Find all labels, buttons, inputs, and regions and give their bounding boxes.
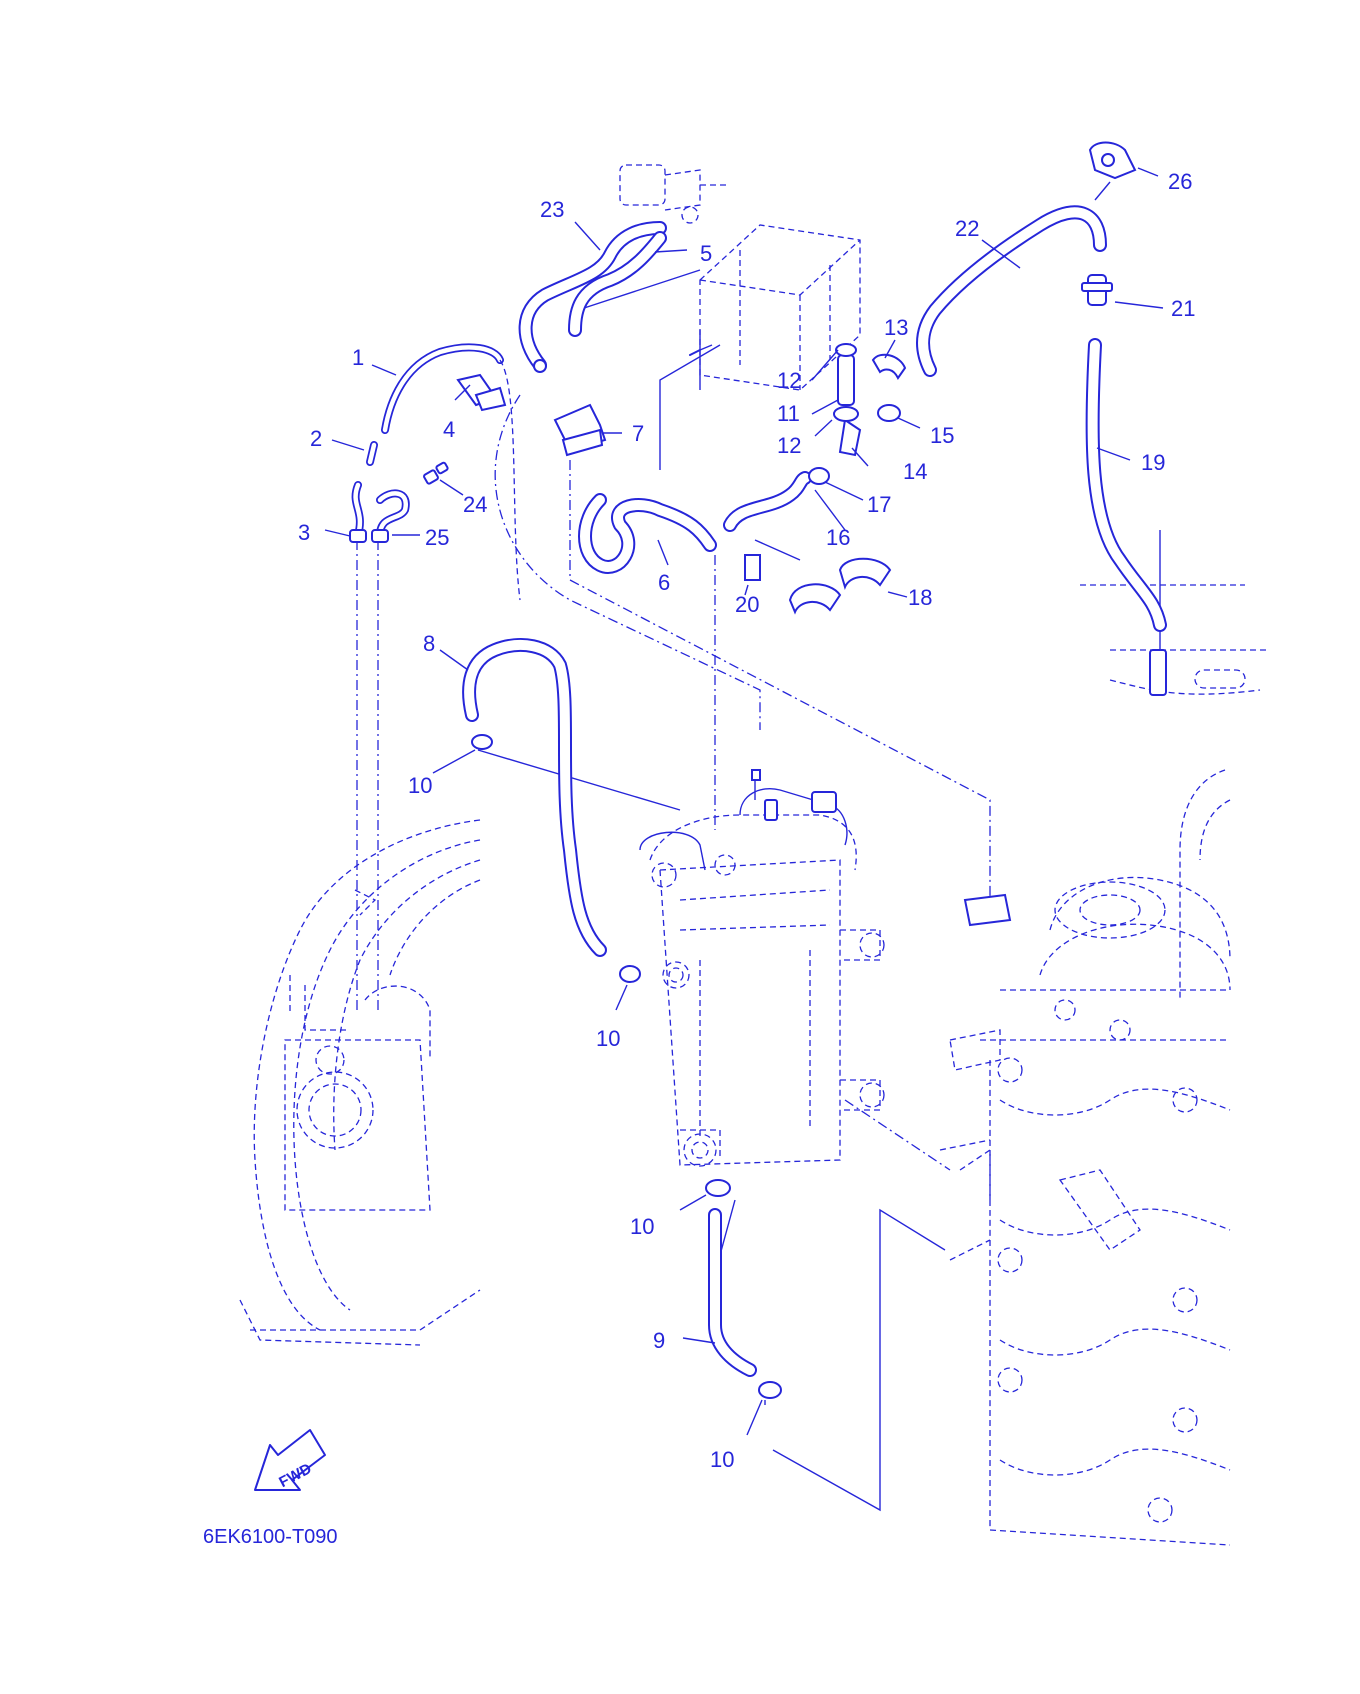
hoses	[349, 205, 1167, 1377]
intake-manifold-outline	[239, 819, 481, 1346]
callout-labels: 1 2 3 4 5 6 7 8 9 10 10 10 10 11 12 12 1…	[298, 169, 1195, 1472]
callout-4: 4	[443, 417, 455, 442]
callout-5: 5	[700, 241, 712, 266]
callout-21: 21	[1171, 296, 1195, 321]
drawing-code: 6EK6100-T090	[203, 1526, 338, 1548]
callout-10-c: 10	[630, 1214, 654, 1239]
callout-18: 18	[908, 585, 932, 610]
callout-8: 8	[423, 631, 435, 656]
fwd-arrow-icon: FWD	[254, 1429, 326, 1491]
solenoid-valve	[619, 164, 730, 224]
clamps-fittings	[471, 141, 1167, 1399]
callout-7: 7	[632, 421, 644, 446]
callout-3: 3	[298, 520, 310, 545]
callout-10-a: 10	[408, 773, 432, 798]
callout-12-b: 12	[777, 433, 801, 458]
callout-1: 1	[352, 345, 364, 370]
callout-17: 17	[867, 492, 891, 517]
callout-16: 16	[826, 525, 850, 550]
callout-6: 6	[658, 570, 670, 595]
callout-25: 25	[425, 525, 449, 550]
callout-20: 20	[735, 592, 759, 617]
callout-14: 14	[903, 459, 927, 484]
callout-11: 11	[777, 401, 800, 426]
charcoal-canister	[689, 224, 861, 391]
callout-12-a: 12	[777, 368, 801, 393]
callout-23: 23	[540, 197, 564, 222]
leader-lines	[356, 269, 1161, 1512]
callout-19: 19	[1141, 450, 1165, 475]
callout-10-b: 10	[596, 1026, 620, 1051]
callout-15: 15	[930, 423, 954, 448]
vapor-separator	[639, 769, 885, 1167]
callout-26: 26	[1168, 169, 1192, 194]
engine-block-outline	[939, 584, 1270, 1546]
callout-13: 13	[884, 315, 908, 340]
callout-leaders	[324, 167, 1164, 1436]
callout-2: 2	[310, 426, 322, 451]
callout-10-d: 10	[710, 1447, 734, 1472]
callout-24: 24	[463, 492, 487, 517]
callout-9: 9	[653, 1328, 665, 1353]
fwd-label: FWD	[276, 1460, 314, 1491]
callout-22: 22	[955, 216, 979, 241]
